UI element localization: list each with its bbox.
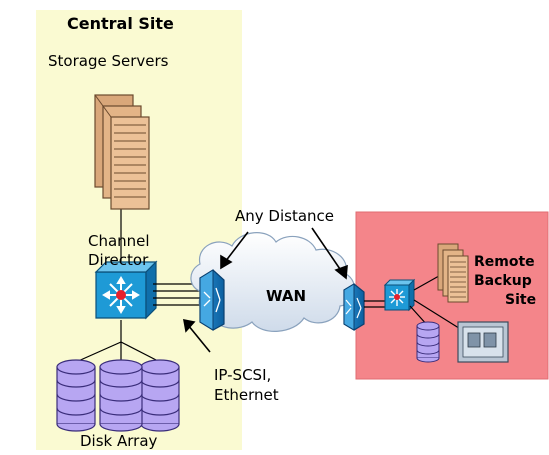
channel-director-label-line2: Director — [88, 251, 149, 269]
remote-switch-icon — [383, 278, 416, 312]
wan-router-right-icon — [343, 283, 365, 331]
remote-site-label-line2: Backup — [474, 273, 532, 289]
wan-label: WAN — [266, 287, 307, 305]
ethernet-label: Ethernet — [214, 386, 279, 404]
channel-director-label-line1: Channel — [88, 232, 150, 250]
remote-disk-icon — [416, 321, 440, 363]
remote-site-label-line3: Site — [505, 292, 537, 308]
remote-servers-icon — [437, 243, 469, 303]
storage-servers-label: Storage Servers — [48, 52, 169, 70]
arrows — [183, 227, 348, 353]
any-distance-label: Any Distance — [235, 207, 335, 225]
disk-array-icon — [56, 359, 180, 432]
remote-site-label-line1: Remote — [474, 254, 535, 270]
storage-servers-icon — [94, 94, 150, 262]
channel-director-switch-icon — [94, 260, 158, 320]
disk-connection-lines — [75, 320, 161, 363]
ip-scsi-label: IP-SCSI, — [214, 366, 272, 384]
disk-array-label: Disk Array — [80, 432, 158, 450]
remote-tape-library-icon — [457, 321, 509, 363]
wan-router-left-icon — [199, 269, 225, 331]
central-site-title: Central Site — [67, 14, 174, 33]
